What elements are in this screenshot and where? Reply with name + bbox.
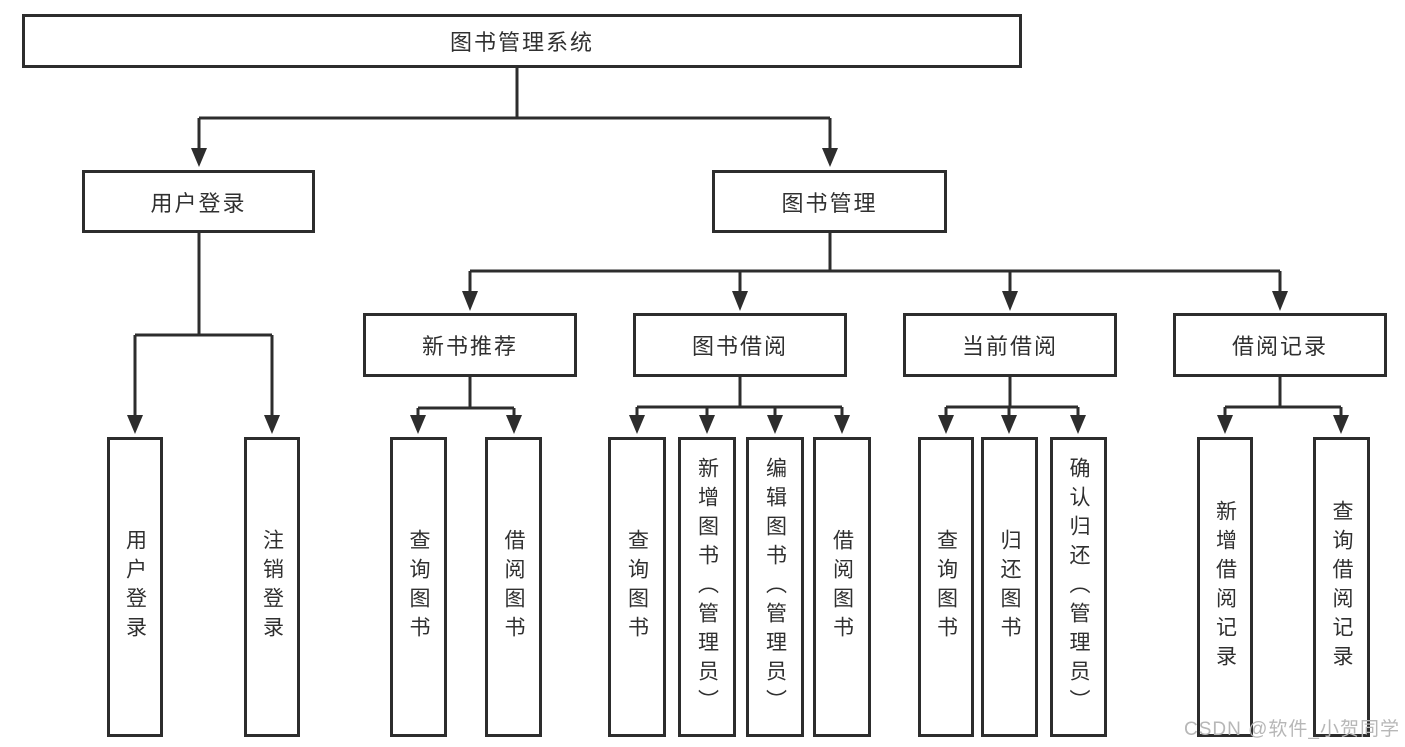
node-user-login: 用户登录 [82, 170, 315, 233]
leaf-label: 查询图书 [407, 529, 431, 645]
leaf-label: 用户登录 [123, 529, 147, 645]
leaf-label: 查询借阅记录 [1330, 500, 1354, 674]
node-borrowing-records: 借阅记录 [1173, 313, 1387, 377]
leaf-label: 查询图书 [625, 529, 649, 645]
leaf-add-borrow-record: 新增借阅记录 [1197, 437, 1253, 737]
leaf-query-books-borrowing: 查询图书 [608, 437, 666, 737]
leaf-label: 归还图书 [998, 529, 1022, 645]
leaf-label: 编辑图书（管理员） [763, 456, 787, 718]
leaf-label: 新增借阅记录 [1213, 500, 1237, 674]
leaf-query-books-current: 查询图书 [918, 437, 974, 737]
leaf-user-login: 用户登录 [107, 437, 163, 737]
leaf-return-books: 归还图书 [981, 437, 1038, 737]
node-new-book-recommendation: 新书推荐 [363, 313, 577, 377]
leaf-label: 注销登录 [260, 529, 284, 645]
leaf-label: 查询图书 [934, 529, 958, 645]
leaf-query-borrow-record: 查询借阅记录 [1313, 437, 1370, 737]
leaf-edit-books-admin: 编辑图书（管理员） [746, 437, 804, 737]
leaf-query-books-recommend: 查询图书 [390, 437, 447, 737]
leaf-add-books-admin: 新增图书（管理员） [678, 437, 736, 737]
leaf-label: 新增图书（管理员） [695, 456, 719, 718]
node-book-management: 图书管理 [712, 170, 947, 233]
leaf-borrow-books-recommend: 借阅图书 [485, 437, 542, 737]
leaf-label: 借阅图书 [830, 529, 854, 645]
leaf-borrow-books-borrowing: 借阅图书 [813, 437, 871, 737]
node-book-borrowing: 图书借阅 [633, 313, 847, 377]
node-library-system: 图书管理系统 [22, 14, 1022, 68]
node-current-borrowing: 当前借阅 [903, 313, 1117, 377]
leaf-confirm-return-admin: 确认归还（管理员） [1050, 437, 1107, 737]
leaf-label: 确认归还（管理员） [1067, 456, 1091, 718]
leaf-label: 借阅图书 [502, 529, 526, 645]
csdn-watermark: CSDN @软件_小贺同学 [1184, 719, 1400, 740]
leaf-logout: 注销登录 [244, 437, 300, 737]
